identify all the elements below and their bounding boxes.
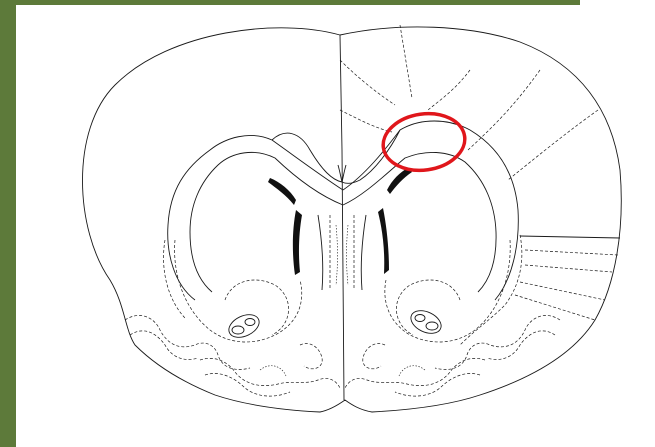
right-oval-nucleus-outer (407, 306, 444, 338)
left-lateral-ventricle (293, 210, 302, 275)
corpus-callosum-right (343, 121, 518, 300)
cortex-boundary-1 (400, 25, 412, 98)
right-lateral-ventricle (378, 208, 389, 274)
brain-outline (83, 27, 622, 412)
highlight-ellipse (380, 109, 469, 176)
left-oval-nucleus-outer (225, 310, 262, 342)
striatum-right (385, 240, 510, 342)
midline (340, 35, 344, 400)
